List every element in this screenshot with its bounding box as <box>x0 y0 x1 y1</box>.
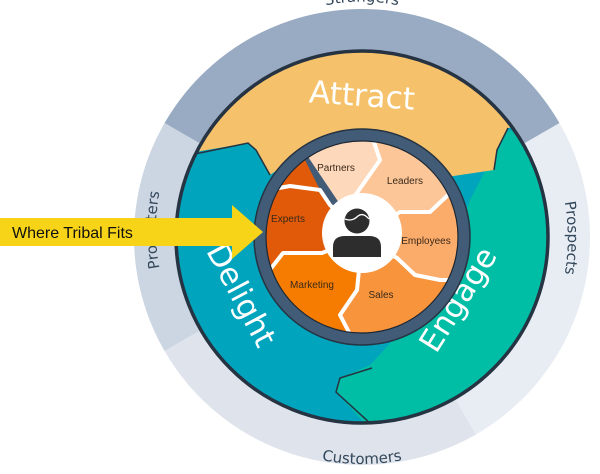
outer-ring-segment-top <box>164 9 560 144</box>
person-icon-hair-line <box>344 213 370 221</box>
role-pie-outline <box>265 140 459 334</box>
role-label-partners: Partners <box>317 163 355 174</box>
role-label-employees: Employees <box>401 236 450 247</box>
outer-ring-segment-bottom <box>164 330 476 466</box>
stage-label-attract: Attract <box>308 74 416 117</box>
role-label-sales: Sales <box>368 290 393 301</box>
role-segment-employees <box>362 180 458 280</box>
center-circle <box>322 193 402 273</box>
role-label-leaders: Leaders <box>387 176 423 187</box>
ring-label-strangers-text: Strangers <box>323 0 401 9</box>
role-segment-partners <box>290 141 380 237</box>
stage-divider-attract <box>189 142 271 176</box>
person-icon-body <box>333 236 381 257</box>
ring-label-customers: Customers <box>321 446 403 468</box>
role-label-marketing: Marketing <box>290 280 334 291</box>
ring-label-prospects-text: Prospects <box>561 200 582 277</box>
callout-arrow: Where Tribal Fits <box>0 205 263 259</box>
role-label-experts: Experts <box>271 214 305 225</box>
stage-divider-delight <box>335 367 373 423</box>
person-icon-head <box>344 208 370 234</box>
ring-label-customers-text: Customers <box>321 446 403 468</box>
ring-label-prospects: Prospects <box>561 200 582 277</box>
outer-ring-segment-right <box>455 123 590 435</box>
callout-label: Where Tribal Fits <box>12 225 133 242</box>
stage-divider-engage <box>493 127 509 171</box>
ring-label-strangers: Strangers <box>323 0 401 9</box>
callout-arrow-shape <box>0 205 263 259</box>
person-icon <box>333 208 381 257</box>
